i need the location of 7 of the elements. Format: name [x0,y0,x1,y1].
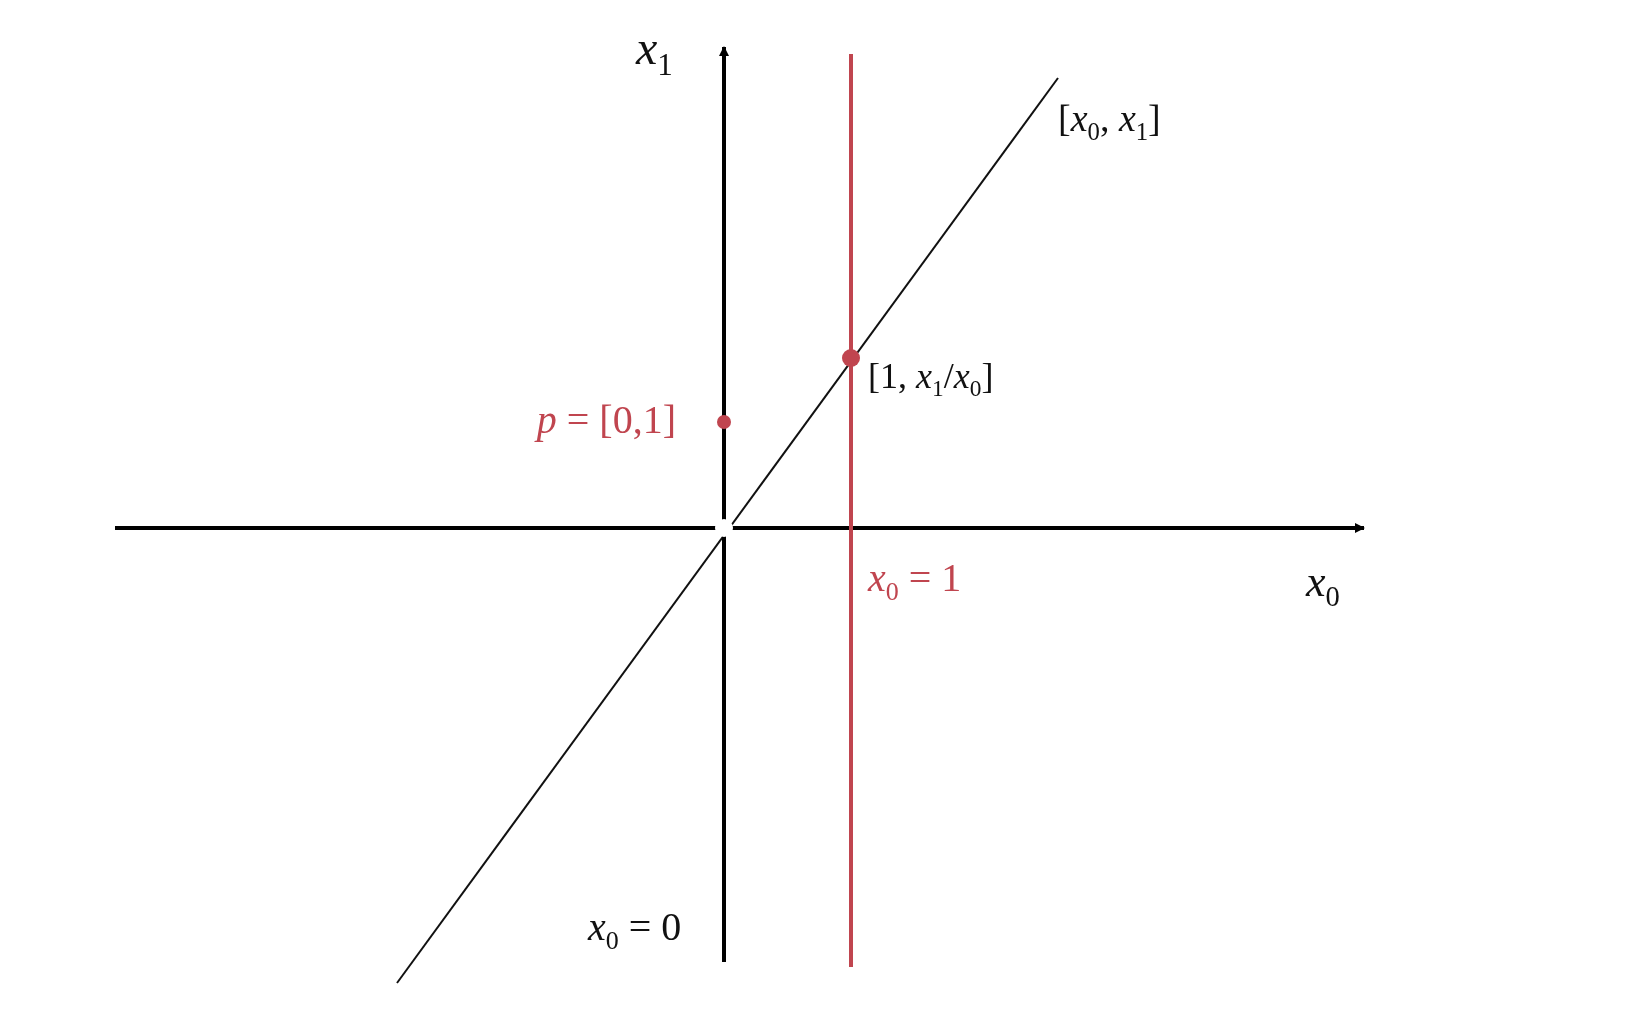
axis-label: x$_{0}$ [1306,558,1340,613]
point-label: p = [0,1] [536,398,676,442]
line-label: x$_{0}$ = 1 [868,556,962,607]
axis-label: x$_{1}$ [636,22,673,82]
point-label: [1, x$_{1}$/x$_{0}$] [868,357,994,402]
line-label: x$_{0}$ = 0 [588,905,682,956]
line-label: [x$_{0}$, x$_{1}$] [1058,98,1161,145]
